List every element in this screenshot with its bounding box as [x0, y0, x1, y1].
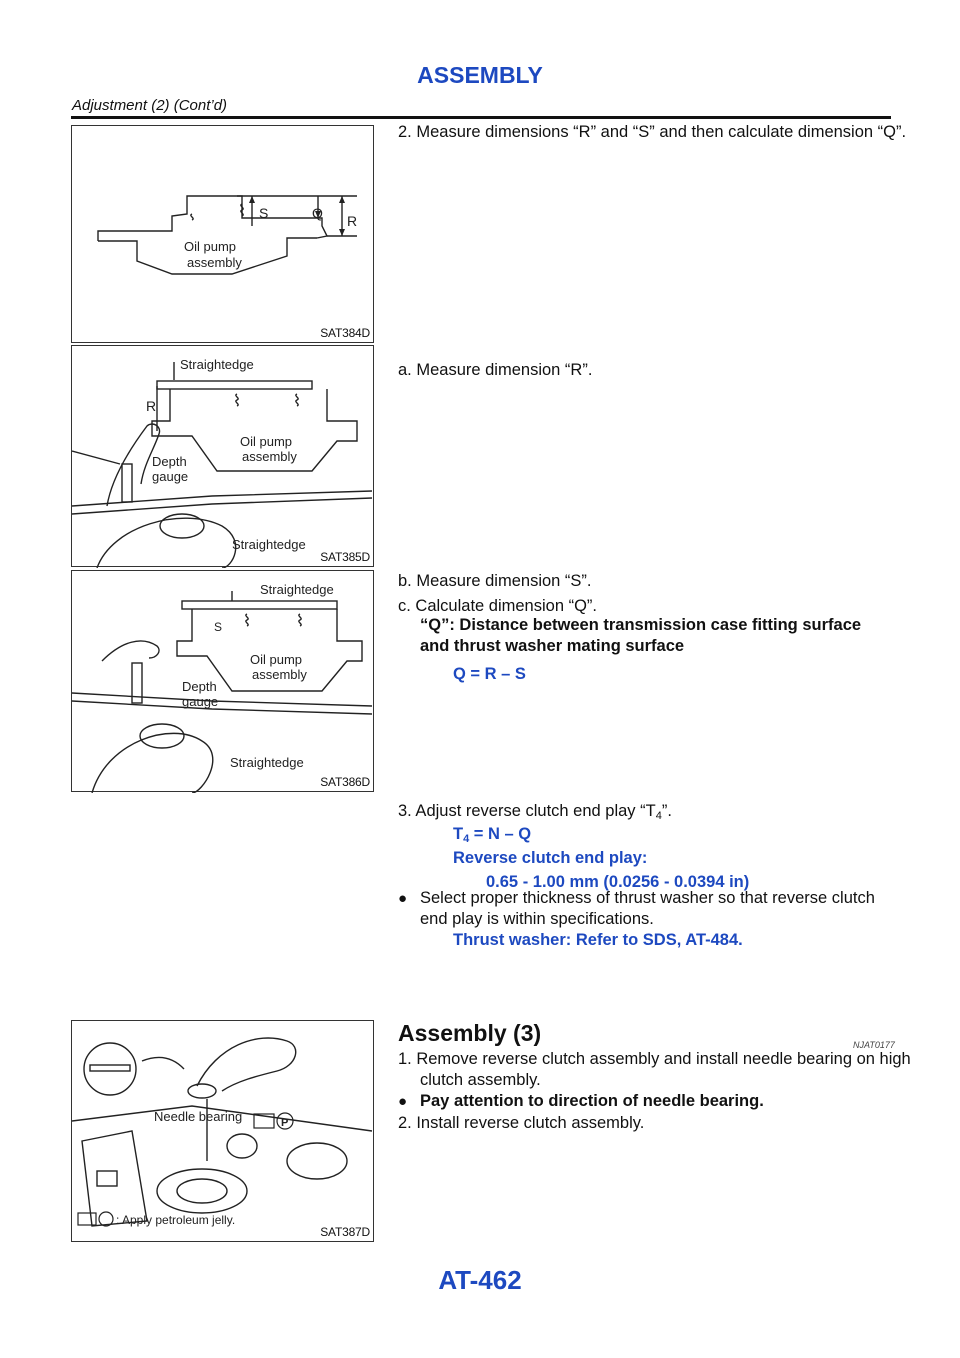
label-s: S	[214, 620, 222, 634]
bullet-text: Pay attention to direction of needle bea…	[420, 1092, 764, 1110]
step-c-calculate-q: c. Calculate dimension “Q”.	[398, 597, 597, 615]
page-header-subtitle: Adjustment (2) (Cont’d)	[72, 97, 228, 114]
step-a-measure-r: a. Measure dimension “R”.	[398, 361, 593, 379]
label-depth: Depth	[182, 679, 217, 694]
figure-sat385d: Straightedge R Oil pump assembly Depth g…	[71, 345, 374, 568]
header-rule	[71, 116, 891, 119]
needle-bearing-install-diagram: P Needle bearing : Apply petroleum jelly…	[72, 1037, 373, 1227]
label-oil-pump: Oil pump	[240, 434, 292, 449]
assembly-3-step-1: 1. Remove reverse clutch assembly and in…	[398, 1050, 911, 1089]
step-3-text: 3. Adjust reverse clutch end play “T	[398, 802, 656, 820]
label-assembly: assembly	[242, 449, 297, 464]
step-3-adjust-end-play: 3. Adjust reverse clutch end play “T4”.	[398, 801, 892, 827]
step-b-measure-s: b. Measure dimension “S”.	[398, 572, 592, 590]
label-apply-jelly: : Apply petroleum jelly.	[116, 1213, 235, 1227]
page-number: AT-462	[438, 1265, 522, 1295]
step-3-suffix: ”.	[661, 802, 672, 820]
t4-equation: = N – Q	[469, 825, 532, 843]
q-formula: Q = R – S	[453, 665, 526, 683]
figure-code: SAT387D	[320, 1225, 370, 1239]
t4-symbol: T	[453, 825, 464, 843]
step-2-measure-r-s: 2. Measure dimensions “R” and “S” and th…	[398, 123, 907, 141]
figure-sat384d: S Q R Oil pump assembly SAT384D	[71, 125, 374, 343]
label-oil-pump: Oil pump	[184, 239, 236, 254]
q-definition: “Q”: Distance between transmission case …	[420, 616, 862, 655]
figure-code: SAT385D	[320, 550, 370, 564]
label-p: P	[281, 1117, 288, 1129]
label-needle-bearing: Needle bearing	[154, 1109, 242, 1124]
assembly-3-step-2: 2. Install reverse clutch assembly.	[398, 1114, 645, 1132]
label-straightedge-bottom: Straightedge	[230, 755, 304, 770]
label-straightedge-top: Straightedge	[260, 582, 334, 597]
measure-r-diagram: Straightedge R Oil pump assembly Depth g…	[72, 357, 373, 568]
end-play-label: Reverse clutch end play:	[453, 849, 648, 867]
bullet-text: Select proper thickness of thrust washer…	[420, 889, 875, 928]
label-q: Q	[312, 205, 323, 221]
label-assembly: assembly	[187, 255, 242, 270]
bullet-needle-bearing-direction: ● Pay attention to direction of needle b…	[398, 1091, 892, 1112]
label-straightedge-top: Straightedge	[180, 357, 254, 372]
end-play-value: 0.65 - 1.00 mm (0.0256 - 0.0394 in)	[486, 873, 750, 891]
label-s: S	[259, 205, 268, 221]
oil-pump-dimension-diagram: S Q R Oil pump assembly	[97, 195, 357, 275]
figure-code: SAT384D	[320, 326, 370, 340]
measure-s-diagram: Straightedge S Oil pump assembly Depth g…	[72, 582, 373, 793]
label-depth: Depth	[152, 454, 187, 469]
thrust-washer-reference: Thrust washer: Refer to SDS, AT-484.	[453, 931, 743, 949]
section-code: NJAT0177	[853, 1040, 895, 1050]
figure-sat386d: Straightedge S Oil pump assembly Depth g…	[71, 570, 374, 793]
label-r: R	[347, 213, 357, 229]
t4-subscript: 4	[463, 833, 470, 845]
bullet-icon: ●	[398, 1093, 408, 1110]
bullet-icon: ●	[398, 890, 408, 907]
figure-code: SAT386D	[320, 775, 370, 789]
step-3-subscript: 4	[655, 810, 662, 822]
label-r: R	[146, 398, 156, 414]
bullet-select-thickness: ● Select proper thickness of thrust wash…	[398, 888, 892, 930]
label-gauge: gauge	[152, 469, 188, 484]
label-assembly: assembly	[252, 667, 307, 682]
label-oil-pump: Oil pump	[250, 652, 302, 667]
section-title-assembly-3: Assembly (3)	[398, 1020, 542, 1046]
figure-sat387d: P Needle bearing : Apply petroleum jelly…	[71, 1020, 374, 1242]
page-header-title: ASSEMBLY	[417, 62, 543, 88]
label-gauge: gauge	[182, 694, 218, 709]
t4-formula: T4 = N – Q	[453, 824, 531, 850]
label-straightedge-bottom: Straightedge	[232, 537, 306, 552]
